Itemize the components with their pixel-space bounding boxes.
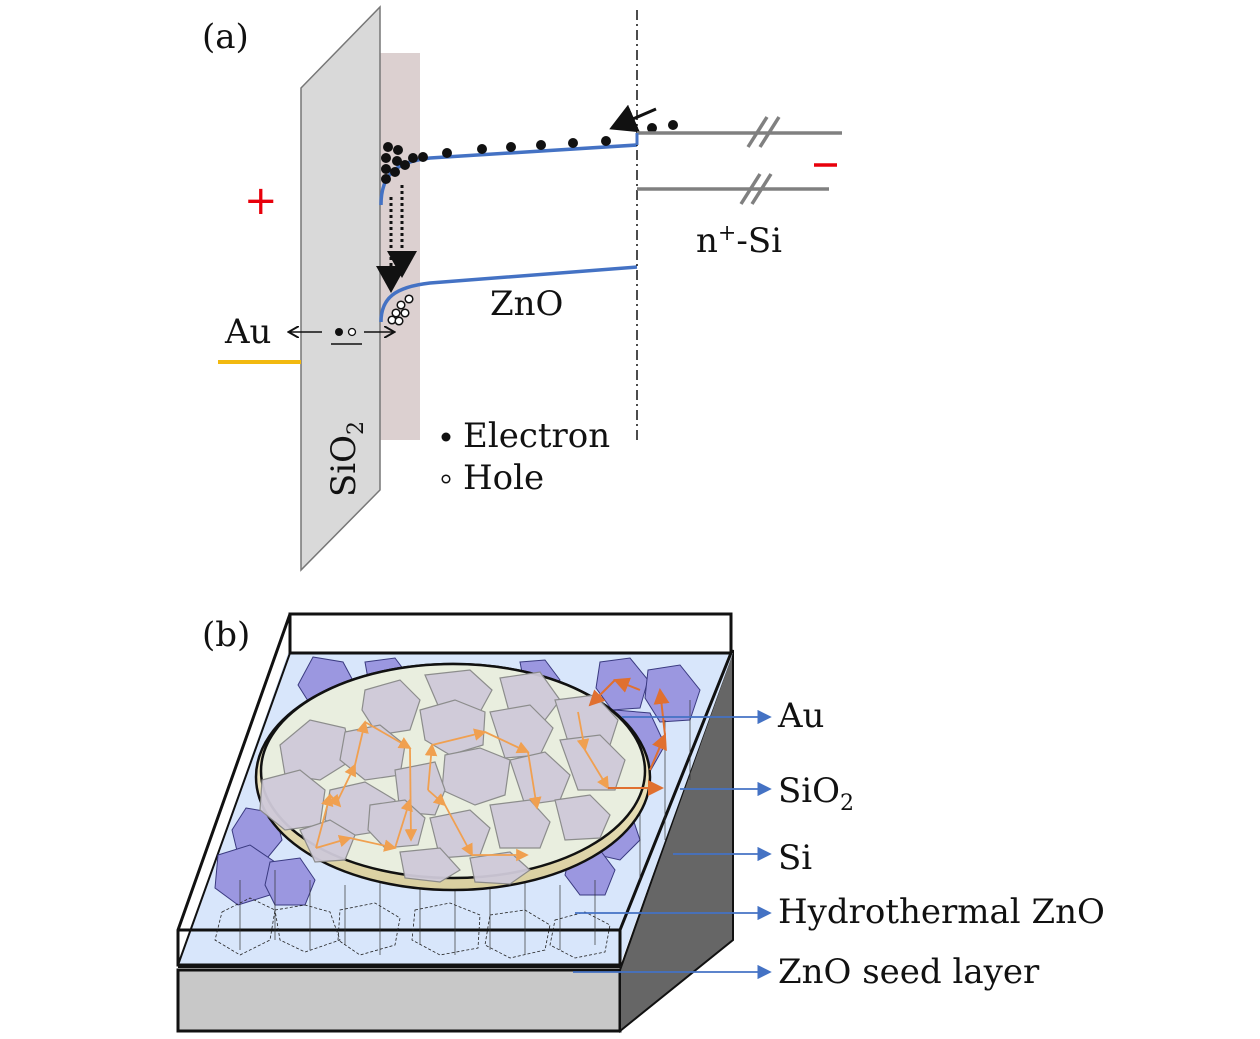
axis-break-2b bbox=[750, 173, 773, 205]
legend-electron-marker bbox=[441, 432, 451, 442]
sio2-slab bbox=[300, 5, 381, 572]
panel-b-label: (b) bbox=[202, 615, 250, 655]
axis-break-2a bbox=[739, 173, 762, 205]
valence-band bbox=[379, 265, 638, 323]
si-substrate-front bbox=[176, 968, 622, 1033]
sio2-layer-back bbox=[288, 612, 733, 655]
sio2-layer-outline bbox=[176, 613, 733, 967]
panel-a-label: (a) bbox=[202, 17, 249, 57]
callout-au-label: Au bbox=[777, 696, 824, 736]
callout-si-label: Si bbox=[778, 838, 812, 878]
legend-hole-label: Hole bbox=[463, 458, 544, 498]
positive-terminal-sign: + bbox=[244, 178, 278, 224]
zno-label: ZnO bbox=[490, 284, 563, 324]
sio2-label: SiO2 bbox=[324, 421, 369, 497]
sio2-inner-edge bbox=[177, 652, 291, 966]
hole-dot bbox=[347, 327, 357, 337]
au-label: Au bbox=[224, 312, 271, 352]
electron-cluster bbox=[381, 120, 678, 184]
callout-sio2-label: SiO2 bbox=[778, 771, 854, 816]
legend-hole-marker bbox=[441, 474, 451, 484]
zno-depletion-region bbox=[380, 53, 420, 440]
electron-injection-arrow bbox=[609, 104, 657, 133]
panel-a: (a) SiO2 + Au bbox=[202, 5, 842, 572]
callout-hydrothermal-zno-label: Hydrothermal ZnO bbox=[778, 892, 1105, 932]
electron-path-arrows bbox=[315, 711, 609, 862]
au-grains bbox=[259, 669, 626, 885]
axis-break-1a bbox=[746, 116, 769, 148]
callout-seed-layer-label: ZnO seed layer bbox=[778, 952, 1040, 992]
panel-b: (b) bbox=[176, 612, 1105, 1034]
nsi-label: n+-Si bbox=[696, 221, 782, 261]
hole-cluster bbox=[387, 294, 414, 326]
axis-break-1b bbox=[758, 116, 781, 148]
electron-escape-arrows bbox=[588, 677, 670, 796]
electron-dot bbox=[335, 328, 343, 336]
legend-electron-label: Electron bbox=[463, 416, 610, 456]
